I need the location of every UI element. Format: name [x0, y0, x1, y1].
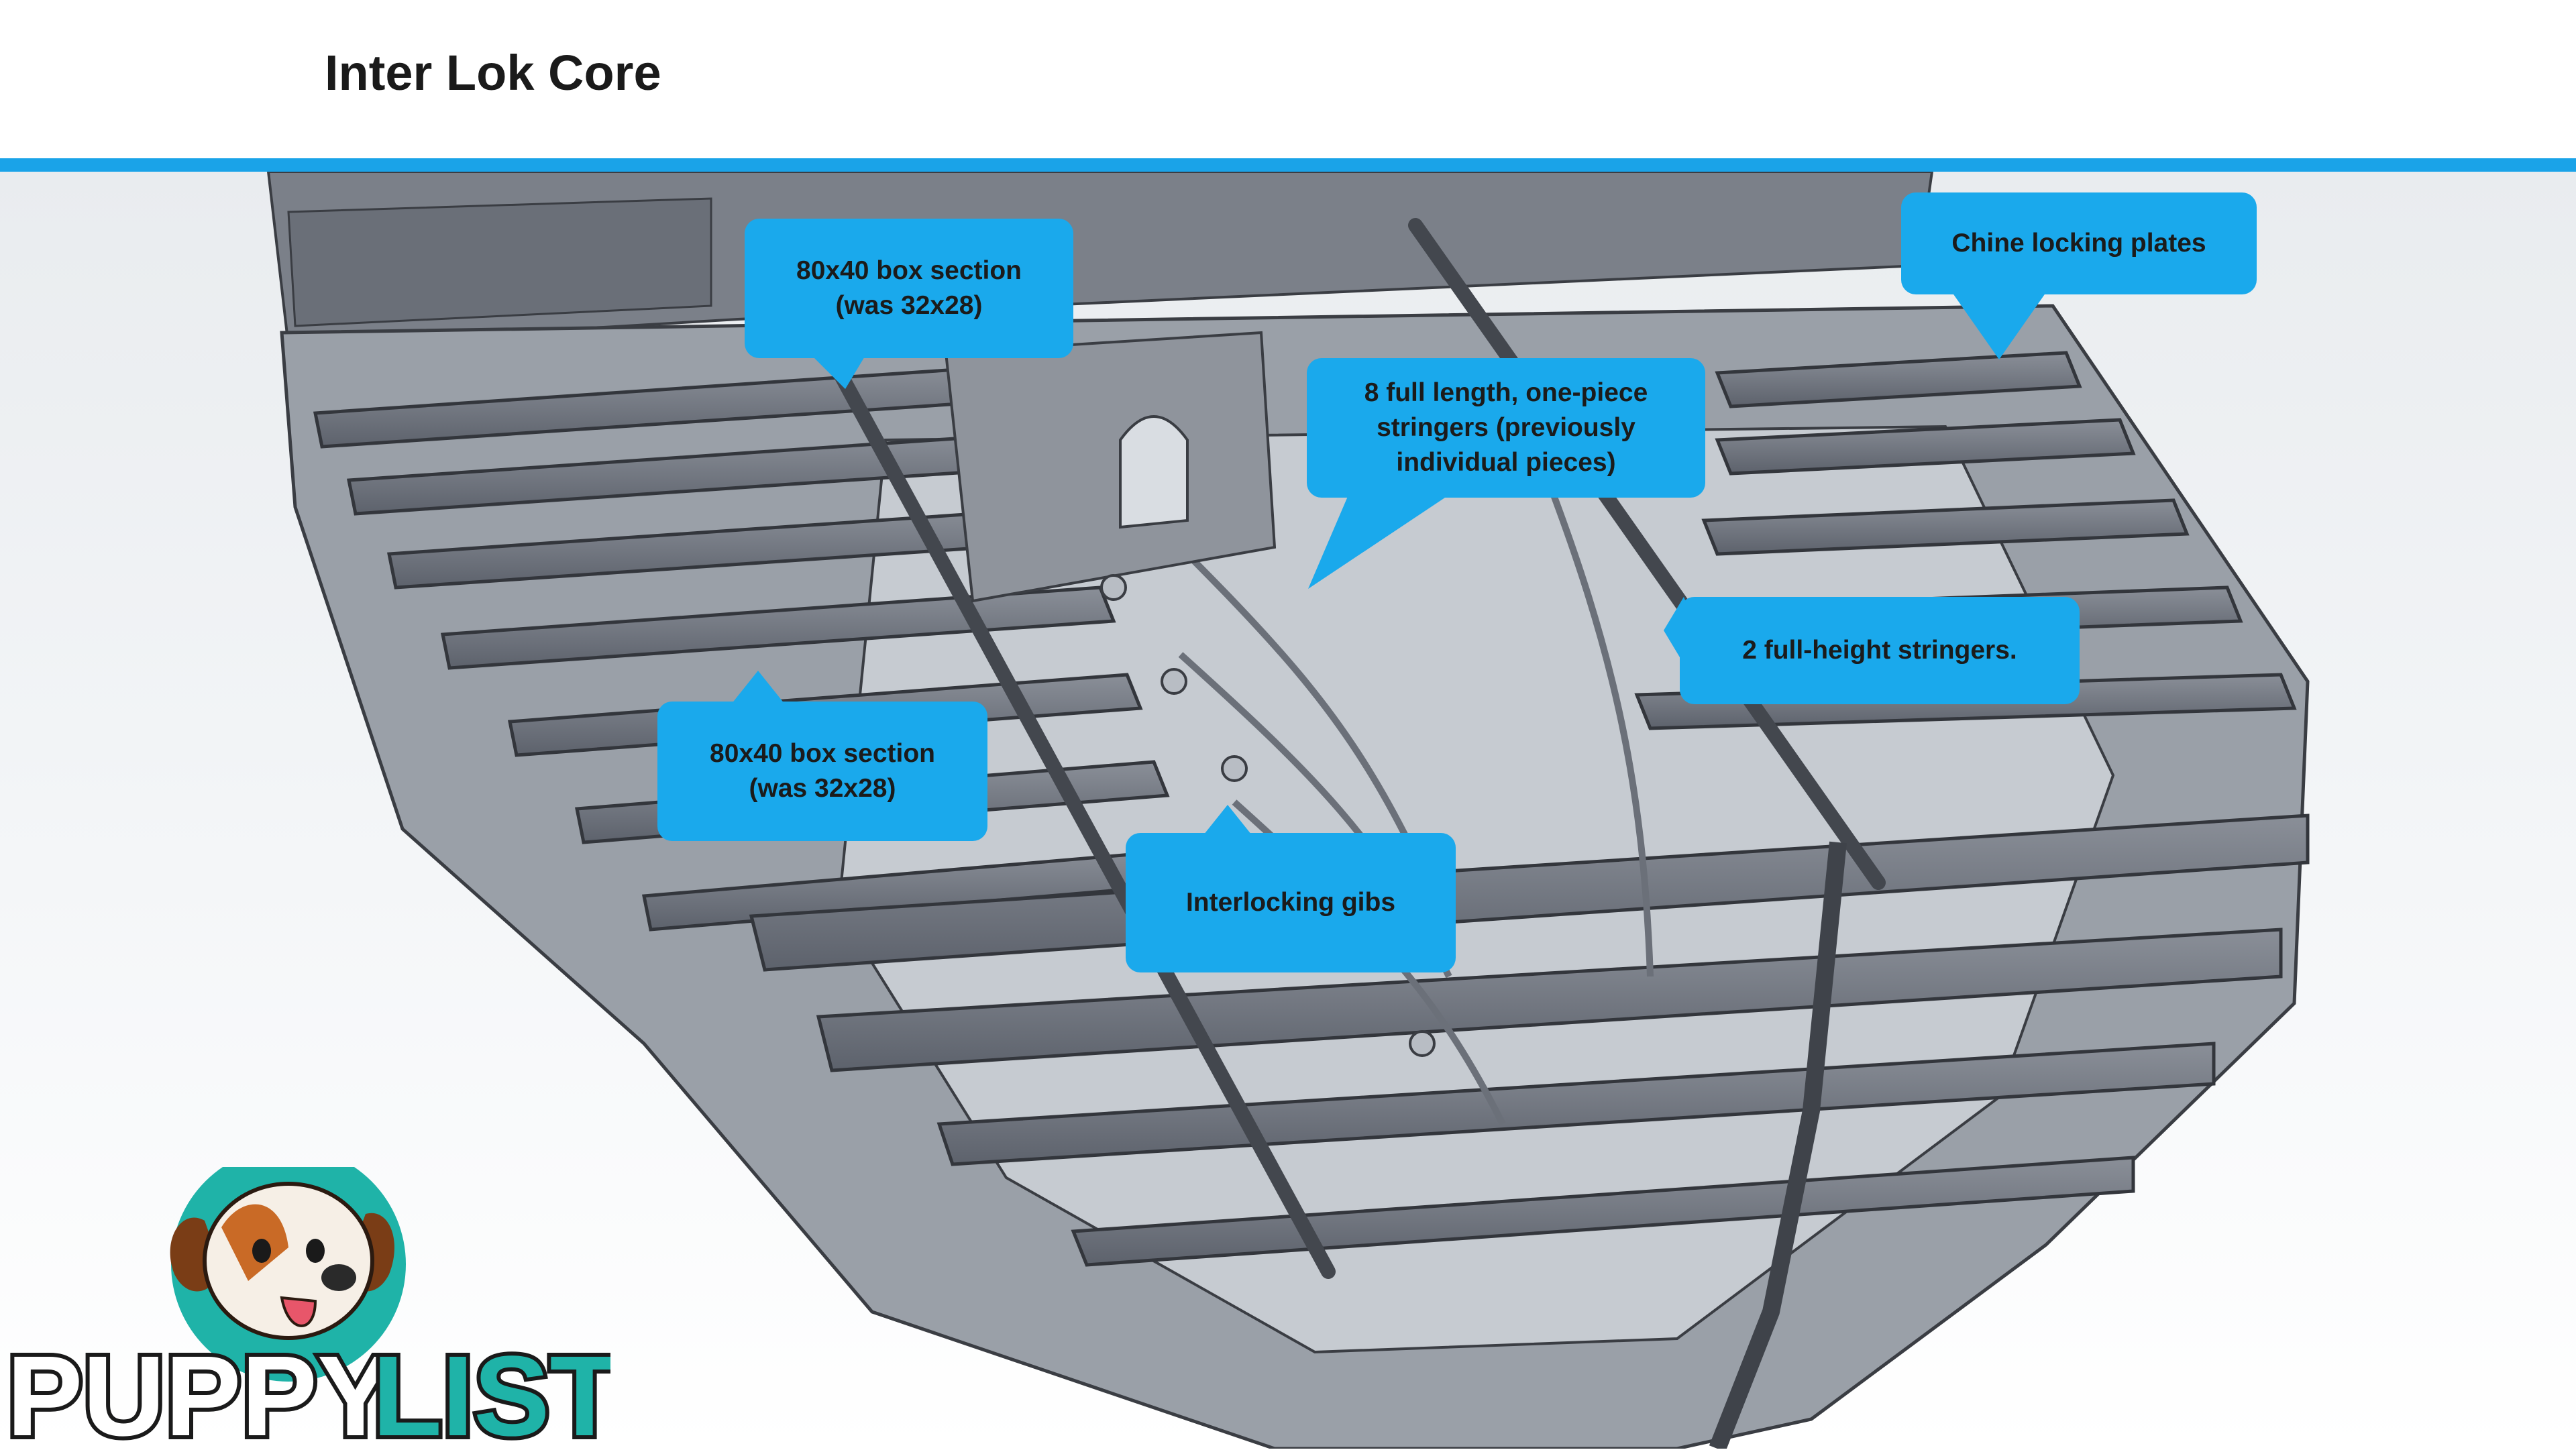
watermark-text-dark: PUPPY — [7, 1333, 393, 1449]
callout-pointer — [731, 671, 785, 704]
callout-line: (was 32x28) — [835, 291, 983, 320]
accent-rule — [0, 158, 2576, 172]
callout-full-height-stringers: 2 full-height stringers. — [1680, 597, 2080, 704]
callout-pointer — [1201, 805, 1254, 838]
callout-pointer — [812, 355, 865, 389]
puppylist-watermark: PUPPY LIST — [0, 1147, 623, 1452]
callout-line: 80x40 box section — [710, 739, 935, 768]
watermark-text-teal: LIST — [372, 1333, 610, 1449]
callout-box-section-top: 80x40 box section (was 32x28) — [745, 219, 1073, 358]
callout-line: 2 full-height stringers. — [1742, 636, 2017, 665]
slide-header: Inter Lok Core — [0, 0, 2576, 158]
callout-line: Chine locking plates — [1951, 229, 2206, 258]
callout-line: Interlocking gibs — [1185, 888, 1396, 917]
callout-box-section-left: 80x40 box section (was 32x28) — [657, 702, 987, 841]
callout-pointer — [1952, 292, 2046, 359]
callout-full-length-stringers: 8 full length, one-piece stringers (prev… — [1307, 358, 1705, 498]
callout-interlocking-gibs: Interlocking gibs — [1126, 833, 1456, 972]
callout-pointer — [1308, 495, 1449, 589]
callout-pointer — [1664, 597, 1697, 664]
callout-line: individual pieces) — [1396, 448, 1616, 477]
callout-line: stringers (previously — [1377, 413, 1635, 442]
callout-line: (was 32x28) — [749, 774, 896, 803]
slide-title: Inter Lok Core — [325, 45, 661, 101]
beagle-puppy-icon: PUPPY LIST — [3, 1147, 623, 1452]
callout-line: 80x40 box section — [796, 256, 1022, 285]
callout-chine-locking-plates: Chine locking plates — [1901, 192, 2257, 294]
callout-line: 8 full length, one-piece — [1364, 378, 1648, 407]
